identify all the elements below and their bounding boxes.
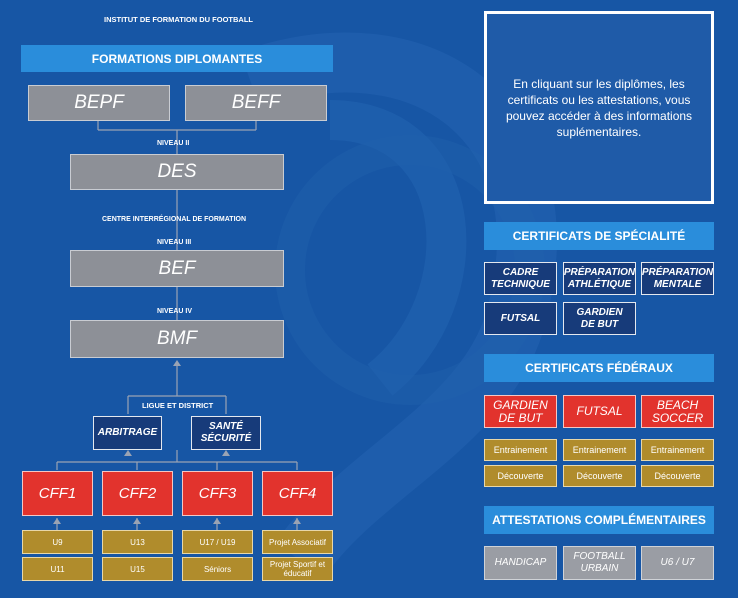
federal-beach-entrainement[interactable]: Entrainement	[641, 439, 714, 461]
specialite-futsal[interactable]: FUTSAL	[484, 302, 557, 335]
federal-gardien-de-but[interactable]: GARDIEN DE BUT	[484, 395, 557, 428]
level-label-iv: NIVEAU IV	[157, 308, 193, 315]
fed-beach-line-2: SOCCER	[651, 410, 704, 425]
diploma-bmf[interactable]: BMF	[70, 320, 284, 358]
prep-ment-line-2: MENTALE	[653, 278, 702, 290]
specialite-preparation-mentale[interactable]: PRÉPARATION MENTALE	[641, 262, 714, 295]
specialite-header: CERTIFICATS DE SPÉCIALITÉ	[484, 222, 714, 250]
urbain-line-2: URBAIN	[580, 563, 619, 574]
federaux-header: CERTIFICATS FÉDÉRAUX	[484, 354, 714, 382]
cadre-line-1: CADRE	[502, 266, 539, 278]
info-box: En cliquant sur les diplômes, les certif…	[484, 11, 714, 204]
ligue-district-label: LIGUE ET DISTRICT	[142, 401, 214, 410]
federal-gardien-decouverte[interactable]: Découverte	[484, 465, 557, 487]
module-projet-associatif[interactable]: Projet Associatif	[262, 530, 333, 554]
urbain-line-1: FOOTBALL	[573, 551, 626, 562]
arbitrage-box[interactable]: ARBITRAGE	[93, 416, 162, 450]
gardien-line-1: GARDIEN	[576, 306, 623, 318]
attestations-header: ATTESTATIONS COMPLÉMENTAIRES	[484, 506, 714, 534]
sante-line-2: SÉCURITÉ	[200, 433, 252, 444]
cff4-box[interactable]: CFF4	[262, 471, 333, 516]
prep-ment-line-1: PRÉPARATION	[641, 266, 714, 278]
specialite-cadre-technique[interactable]: CADRE TECHNIQUE	[484, 262, 557, 295]
diploma-beff[interactable]: BEFF	[185, 85, 327, 121]
fed-beach-line-1: BEACH	[656, 397, 699, 412]
federal-futsal-entrainement[interactable]: Entrainement	[563, 439, 636, 461]
gardien-line-2: DE BUT	[580, 318, 619, 330]
module-u13[interactable]: U13	[102, 530, 173, 554]
institute-title: INSTITUT DE FORMATION DU FOOTBALL	[104, 15, 254, 24]
attestation-u6-u7[interactable]: U6 / U7	[641, 546, 714, 580]
module-u15[interactable]: U15	[102, 557, 173, 581]
specialite-preparation-athletique[interactable]: PRÉPARATION ATHLÉTIQUE	[563, 262, 636, 295]
cff3-box[interactable]: CFF3	[182, 471, 253, 516]
diploma-des[interactable]: DES	[70, 154, 284, 190]
level-label-ii: NIVEAU II	[157, 140, 190, 147]
fed-gardien-line-2: DE BUT	[498, 410, 543, 425]
diploma-bef[interactable]: BEF	[70, 250, 284, 287]
attestation-handicap[interactable]: HANDICAP	[484, 546, 557, 580]
diploma-bepf[interactable]: BEPF	[28, 85, 170, 121]
centre-interregional-label: CENTRE INTERRÉGIONAL DE FORMATION	[102, 216, 247, 223]
module-projet-sportif[interactable]: Projet Sportif et éducatif	[262, 557, 333, 581]
module-u11[interactable]: U11	[22, 557, 93, 581]
federal-futsal[interactable]: FUTSAL	[563, 395, 636, 428]
attestation-football-urbain[interactable]: FOOTBALL URBAIN	[563, 546, 636, 580]
cadre-line-2: TECHNIQUE	[491, 278, 550, 290]
formations-header: FORMATIONS DIPLOMANTES	[21, 45, 333, 72]
sante-securite-box[interactable]: SANTÉ SÉCURITÉ	[191, 416, 261, 450]
module-u9[interactable]: U9	[22, 530, 93, 554]
prep-ath-line-2: ATHLÉTIQUE	[567, 278, 632, 290]
module-seniors[interactable]: Séniors	[182, 557, 253, 581]
level-label-iii: NIVEAU III	[157, 239, 192, 246]
federal-beach-decouverte[interactable]: Découverte	[641, 465, 714, 487]
federal-gardien-entrainement[interactable]: Entrainement	[484, 439, 557, 461]
fed-gardien-line-1: GARDIEN	[493, 397, 548, 412]
prep-ath-line-1: PRÉPARATION	[563, 266, 636, 278]
sante-line-1: SANTÉ	[209, 421, 243, 432]
specialite-gardien-de-but[interactable]: GARDIEN DE BUT	[563, 302, 636, 335]
federal-futsal-decouverte[interactable]: Découverte	[563, 465, 636, 487]
cff1-box[interactable]: CFF1	[22, 471, 93, 516]
cff2-box[interactable]: CFF2	[102, 471, 173, 516]
federal-beach-soccer[interactable]: BEACH SOCCER	[641, 395, 714, 428]
module-u17-u19[interactable]: U17 / U19	[182, 530, 253, 554]
